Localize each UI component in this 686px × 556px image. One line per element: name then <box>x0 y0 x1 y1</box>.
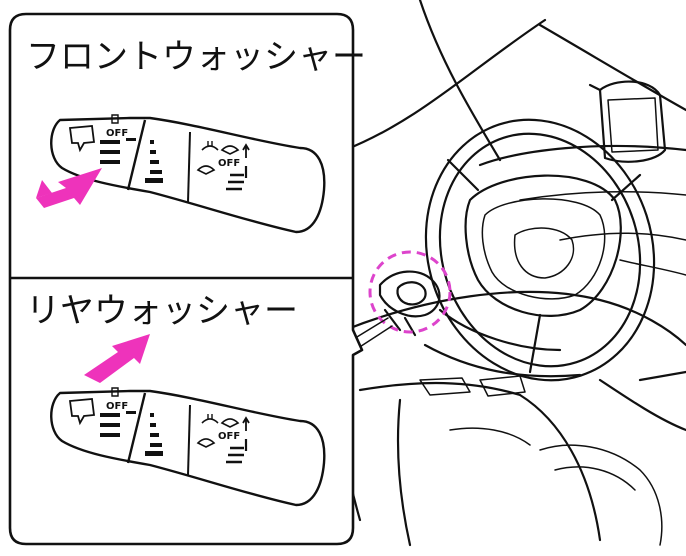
rear-off-label-2: OFF <box>218 431 240 442</box>
front-washer-heading: フロントウォッシャー <box>26 37 366 77</box>
car-interior-illustration <box>336 0 686 547</box>
front-stalk-illustration: OFF OFF <box>50 114 326 234</box>
front-pull-arrow <box>36 168 102 208</box>
rear-off-label: OFF <box>106 401 128 412</box>
rear-wiper-icon <box>201 414 219 424</box>
stalk-highlight-circle <box>368 250 452 334</box>
washer-icon <box>201 141 219 151</box>
front-off-label: OFF <box>106 128 128 139</box>
rear-push-arrow <box>84 334 150 383</box>
front-off-label-2: OFF <box>218 158 240 169</box>
rear-stalk-illustration: OFF OFF <box>50 387 326 507</box>
rear-washer-heading: リヤウォッシャー <box>26 291 298 331</box>
